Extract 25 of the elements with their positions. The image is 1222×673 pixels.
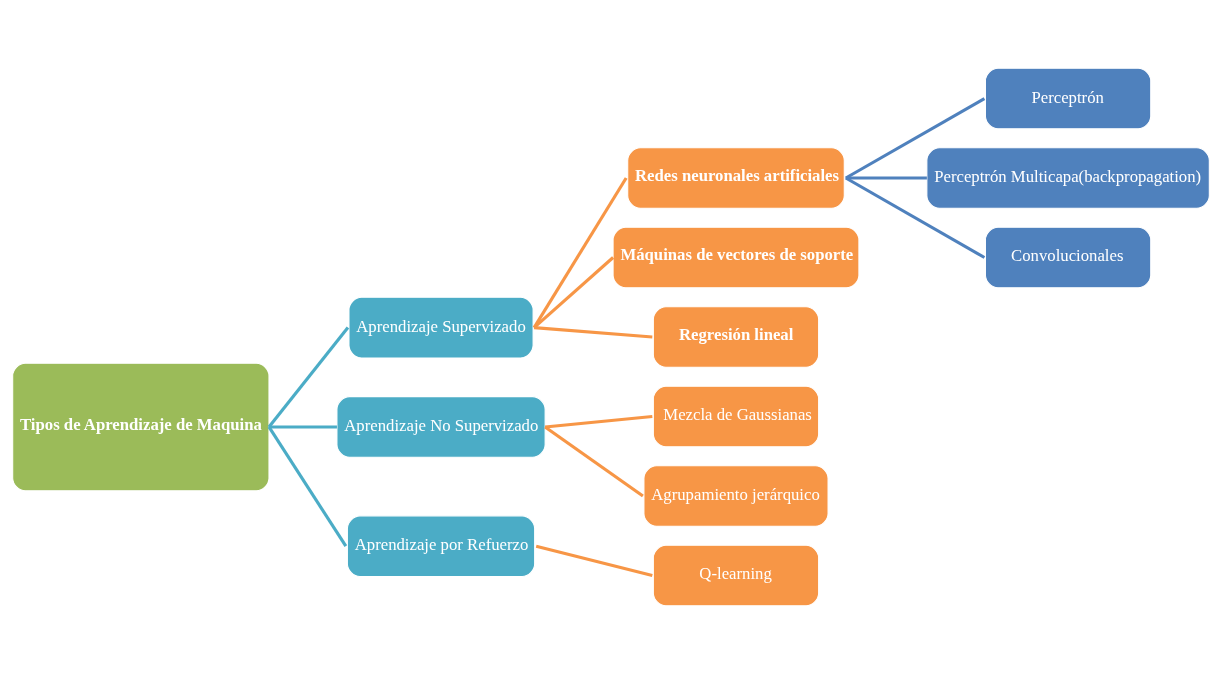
connector xyxy=(845,175,927,180)
node-box: Perceptrón xyxy=(984,67,1152,129)
node-box: Agrupamiento jerárquico xyxy=(643,464,829,527)
connector xyxy=(845,176,986,259)
connector xyxy=(533,255,615,329)
node-box: Aprendizaje No Supervizado xyxy=(336,395,546,458)
connector xyxy=(534,325,653,339)
node-box: Convolucionales xyxy=(984,226,1152,288)
connector xyxy=(268,424,337,428)
connector xyxy=(267,425,348,547)
node-box: Mezcla de Gaussianas xyxy=(652,385,820,447)
connector xyxy=(532,176,628,328)
node-box: Q-learning xyxy=(652,544,820,606)
node-box: Redes neuronales artificiales xyxy=(627,146,845,209)
node-box: Máquinas de vectores de soporte xyxy=(612,226,860,288)
node-box: Perceptrón Multicapa(backpropagation) xyxy=(926,146,1210,209)
connector xyxy=(845,96,986,179)
connector xyxy=(267,326,350,428)
connector xyxy=(535,544,653,577)
node-box: Tipos de Aprendizaje de Maquina xyxy=(12,362,270,491)
node-box: Regresión lineal xyxy=(652,305,820,368)
connector xyxy=(544,425,644,497)
node-box: Aprendizaje por Refuerzo xyxy=(346,514,536,577)
node-box: Aprendizaje Supervizado xyxy=(348,296,534,358)
connector xyxy=(544,414,653,428)
